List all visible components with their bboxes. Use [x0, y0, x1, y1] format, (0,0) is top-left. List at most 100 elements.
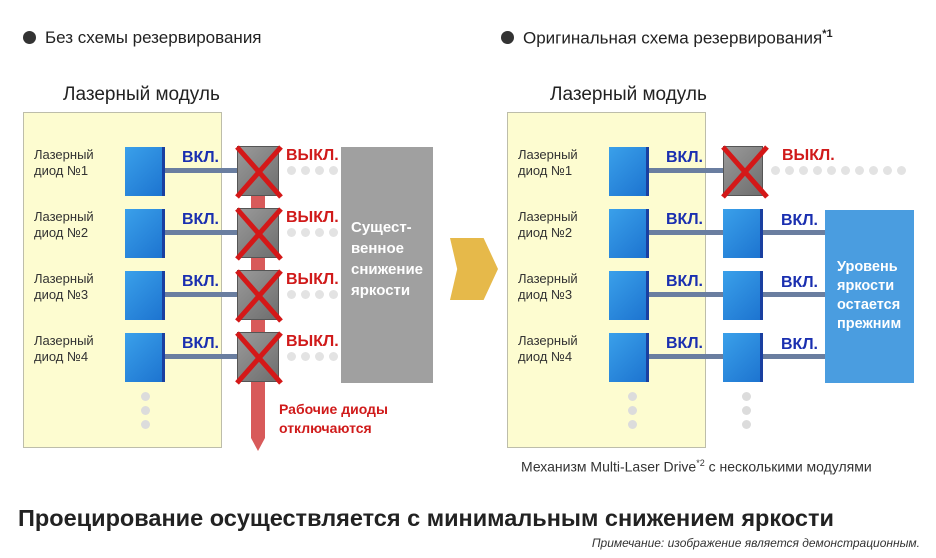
result-line: яркости: [351, 282, 411, 299]
dim-dot: [869, 166, 878, 175]
on-label: ВКЛ.: [781, 212, 818, 229]
result-line: Уровень: [837, 259, 898, 275]
laser-diode: [125, 147, 165, 196]
backup-driver: [723, 271, 763, 320]
failure-note-line: отключаются: [279, 420, 372, 436]
wire: [160, 292, 240, 297]
diode-label: Лазерный диод №2: [518, 209, 578, 240]
right-heading-text: Оригинальная схема резервирования: [523, 28, 823, 48]
failure-arrow-head: [251, 438, 265, 451]
more-dot: [141, 420, 150, 429]
more-dot: [628, 406, 637, 415]
dim-dot: [841, 166, 850, 175]
bullet-icon: [501, 31, 514, 44]
caption-text: Механизм Multi-Laser Drive: [521, 458, 697, 475]
failure-note: Рабочие диоды отключаются: [279, 400, 388, 438]
on-label: ВКЛ.: [666, 335, 703, 352]
laser-diode: [609, 147, 649, 196]
result-line: венное: [351, 240, 404, 257]
dim-dot: [329, 290, 338, 299]
caption-tail: с несколькими модулями: [704, 458, 872, 475]
backup-driver: [723, 209, 763, 258]
failed-driver-x-icon: [235, 269, 283, 323]
bullet-icon: [23, 31, 36, 44]
brightness-drop-box: Сущест- венное снижение яркости: [341, 147, 433, 383]
dim-dot: [301, 166, 310, 175]
off-label: ВЫКЛ.: [782, 147, 835, 164]
on-label: ВКЛ.: [182, 335, 219, 352]
diode-label: Лазерный диод №4: [34, 333, 94, 364]
left-heading: Без схемы резервирования: [45, 28, 262, 47]
laser-diode: [609, 209, 649, 258]
right-heading: Оригинальная схема резервирования*1: [523, 28, 833, 49]
more-dot: [628, 420, 637, 429]
diode-label: Лазерный диод №3: [518, 271, 578, 302]
more-dot: [141, 406, 150, 415]
left-module-title: Лазерный модуль: [63, 84, 220, 105]
footnote-ref: *1: [822, 28, 833, 40]
laser-diode: [125, 209, 165, 258]
dim-dot: [855, 166, 864, 175]
failure-note-line: Рабочие диоды: [279, 401, 388, 417]
caption: Механизм Multi-Laser Drive*2 с нескольки…: [521, 458, 872, 475]
right-module-title: Лазерный модуль: [550, 84, 707, 105]
laser-diode: [125, 333, 165, 382]
dim-dot: [897, 166, 906, 175]
on-label: ВКЛ.: [182, 211, 219, 228]
brightness-maintained-box: Уровень яркости остается прежним: [825, 210, 914, 383]
dim-dot: [315, 228, 324, 237]
dim-dot: [771, 166, 780, 175]
dim-dot: [315, 290, 324, 299]
on-label: ВКЛ.: [182, 273, 219, 290]
dim-dot: [301, 228, 310, 237]
result-line: снижение: [351, 261, 424, 278]
laser-diode: [125, 271, 165, 320]
off-label: ВЫКЛ.: [286, 209, 339, 226]
off-label: ВЫКЛ.: [286, 147, 339, 164]
result-line: остается: [837, 297, 901, 313]
diode-label: Лазерный диод №1: [34, 147, 94, 178]
diode-label: Лазерный диод №3: [34, 271, 94, 302]
laser-diode: [609, 271, 649, 320]
diode-label: Лазерный диод №1: [518, 147, 578, 178]
transition-arrow-icon: [450, 238, 498, 300]
dim-dot: [813, 166, 822, 175]
failed-driver-x-icon: [235, 207, 283, 261]
failed-driver-x-icon: [721, 145, 769, 199]
diode-label: Лазерный диод №4: [518, 333, 578, 364]
wire: [645, 168, 725, 173]
note: Примечание: изображение является демонст…: [591, 536, 920, 550]
result-line: Сущест-: [351, 219, 412, 236]
off-label: ВЫКЛ.: [286, 333, 339, 350]
wire: [160, 354, 240, 359]
failed-driver-x-icon: [235, 331, 283, 385]
dim-dot: [287, 290, 296, 299]
dim-dot: [785, 166, 794, 175]
page-title: Проецирование осуществляется с минимальн…: [18, 505, 834, 531]
dim-dot: [315, 352, 324, 361]
on-label: ВКЛ.: [666, 273, 703, 290]
wire: [160, 230, 240, 235]
footnote-ref: *2: [696, 458, 705, 468]
on-label: ВКЛ.: [182, 149, 219, 166]
dim-dot: [301, 290, 310, 299]
more-dot: [141, 392, 150, 401]
backup-driver: [723, 333, 763, 382]
dim-dot: [315, 166, 324, 175]
dim-dot: [329, 166, 338, 175]
result-line: прежним: [837, 316, 902, 332]
more-dot: [742, 420, 751, 429]
dim-dot: [799, 166, 808, 175]
more-dot: [742, 392, 751, 401]
dim-dot: [329, 352, 338, 361]
more-dot: [742, 406, 751, 415]
more-dot: [628, 392, 637, 401]
wire: [160, 168, 240, 173]
dim-dot: [287, 352, 296, 361]
failed-driver-x-icon: [235, 145, 283, 199]
diode-label: Лазерный диод №2: [34, 209, 94, 240]
dim-dot: [329, 228, 338, 237]
on-label: ВКЛ.: [781, 336, 818, 353]
laser-diode: [609, 333, 649, 382]
